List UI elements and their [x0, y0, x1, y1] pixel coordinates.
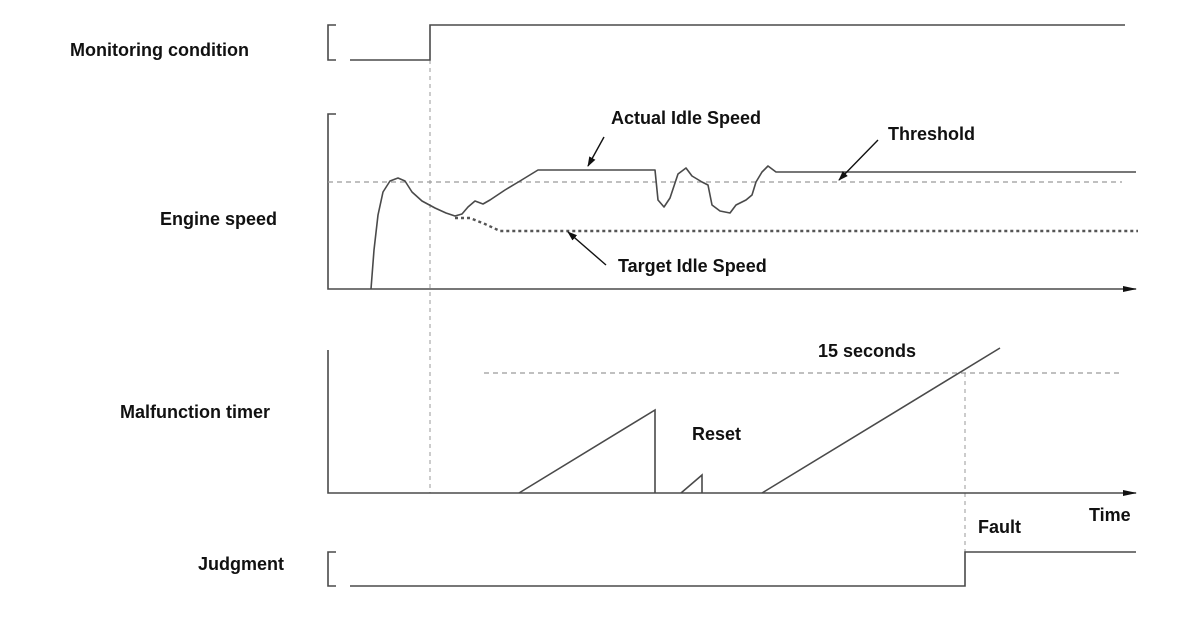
timer-axes	[327, 350, 1137, 496]
threshold-arrow	[838, 139, 879, 181]
row-label-judgment: Judgment	[198, 554, 284, 574]
judgment-bracket	[327, 551, 336, 587]
engine-speed-panel: Actual Idle Speed Threshold Target Idle …	[327, 108, 1138, 292]
time-axis-label: Time	[1089, 505, 1131, 525]
row-label-malfunction-timer: Malfunction timer	[120, 402, 270, 422]
reset-label: Reset	[692, 424, 741, 444]
judgment-waveform	[350, 551, 1136, 587]
row-label-monitoring-condition: Monitoring condition	[70, 40, 249, 60]
actual-idle-speed-arrow	[587, 136, 605, 167]
target-idle-speed-line	[455, 216, 1138, 233]
actual-idle-speed-label: Actual Idle Speed	[611, 108, 761, 128]
judgment-signal: Fault	[327, 517, 1136, 587]
fault-label: Fault	[978, 517, 1021, 537]
malfunction-timer-panel: 15 seconds Reset Time	[327, 341, 1137, 525]
fifteen-seconds-label: 15 seconds	[818, 341, 916, 361]
monitoring-bracket	[327, 24, 336, 61]
timer-ramp-2	[680, 473, 703, 494]
timer-ramp-3	[761, 347, 1001, 494]
monitoring-waveform	[350, 24, 1125, 61]
row-label-engine-speed: Engine speed	[160, 209, 277, 229]
threshold-label: Threshold	[888, 124, 975, 144]
timer-ramp-1	[518, 408, 656, 494]
engine-speed-axes	[327, 113, 1137, 292]
target-idle-speed-label: Target Idle Speed	[618, 256, 767, 276]
actual-idle-speed-curve	[370, 165, 1136, 290]
target-idle-speed-arrow	[567, 231, 607, 266]
monitoring-condition-signal	[327, 24, 1125, 61]
